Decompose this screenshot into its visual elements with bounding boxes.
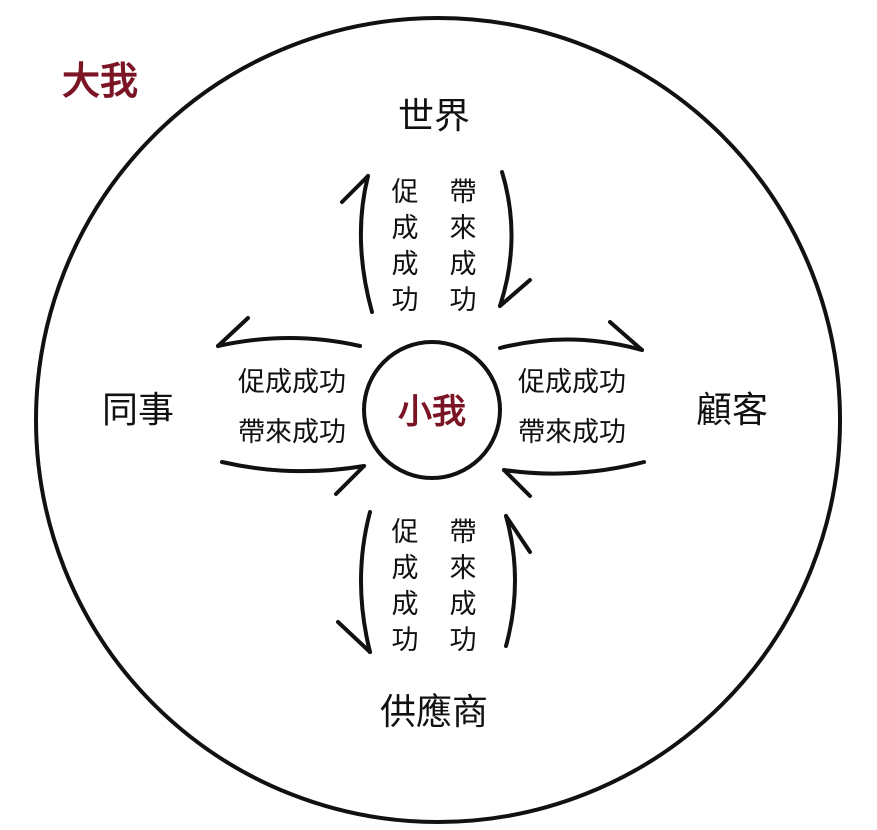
vertical-char: 成 bbox=[450, 249, 477, 280]
left-incoming-arrow bbox=[220, 460, 366, 474]
bottom-incoming-arrowhead bbox=[504, 514, 532, 554]
left-outgoing-arrowhead bbox=[216, 316, 250, 348]
vertical-char: 帶 bbox=[450, 517, 477, 548]
bottom-outgoing-arrow bbox=[359, 510, 372, 654]
vertical-char: 成 bbox=[392, 589, 419, 620]
inner-circle bbox=[362, 340, 502, 480]
vertical-char: 功 bbox=[392, 285, 419, 316]
left-incoming-arrowhead bbox=[334, 464, 366, 496]
right-outgoing-arrowhead bbox=[608, 320, 644, 352]
bottom-incoming-text: 帶來成功 bbox=[450, 517, 477, 656]
right-incoming-arrowhead bbox=[502, 468, 532, 498]
bottom-outgoing-arrowhead bbox=[336, 620, 372, 654]
vertical-char: 功 bbox=[450, 625, 477, 656]
node-left-label: 同事 bbox=[102, 390, 174, 431]
node-top-label: 世界 bbox=[398, 96, 470, 137]
right-incoming-text: 帶來成功 bbox=[518, 417, 626, 448]
left-incoming-text: 帶來成功 bbox=[238, 417, 346, 448]
top-outgoing-text: 促成成功 bbox=[392, 177, 419, 316]
top-incoming-text: 帶來成功 bbox=[450, 177, 477, 316]
top-incoming-arrowhead bbox=[498, 278, 532, 308]
bottom-outgoing-text: 促成成功 bbox=[392, 517, 419, 656]
top-outgoing-arrowhead bbox=[340, 174, 370, 204]
vertical-char: 成 bbox=[392, 249, 419, 280]
right-outgoing-arrow bbox=[498, 337, 644, 352]
vertical-char: 功 bbox=[450, 285, 477, 316]
vertical-char: 促 bbox=[392, 177, 419, 208]
left-outgoing-arrow bbox=[216, 336, 362, 348]
right-outgoing-text: 促成成功 bbox=[518, 367, 626, 398]
vertical-char: 來 bbox=[450, 553, 477, 584]
bottom-incoming-arrow bbox=[504, 514, 517, 648]
top-outgoing-arrow bbox=[358, 174, 374, 314]
right-incoming-arrow bbox=[502, 460, 646, 476]
vertical-char: 成 bbox=[392, 213, 419, 244]
center-label: 小我 bbox=[398, 392, 466, 432]
outer-circle bbox=[34, 16, 842, 824]
vertical-char: 成 bbox=[450, 589, 477, 620]
node-bottom-label: 供應商 bbox=[380, 692, 488, 733]
vertical-char: 功 bbox=[392, 625, 419, 656]
vertical-char: 來 bbox=[450, 213, 477, 244]
node-right-label: 顧客 bbox=[696, 390, 768, 431]
top-incoming-arrow bbox=[498, 170, 514, 308]
vertical-char: 帶 bbox=[450, 177, 477, 208]
vertical-char: 成 bbox=[392, 553, 419, 584]
outer-label: 大我 bbox=[62, 59, 138, 103]
vertical-char: 促 bbox=[392, 517, 419, 548]
left-outgoing-text: 促成成功 bbox=[238, 367, 346, 398]
